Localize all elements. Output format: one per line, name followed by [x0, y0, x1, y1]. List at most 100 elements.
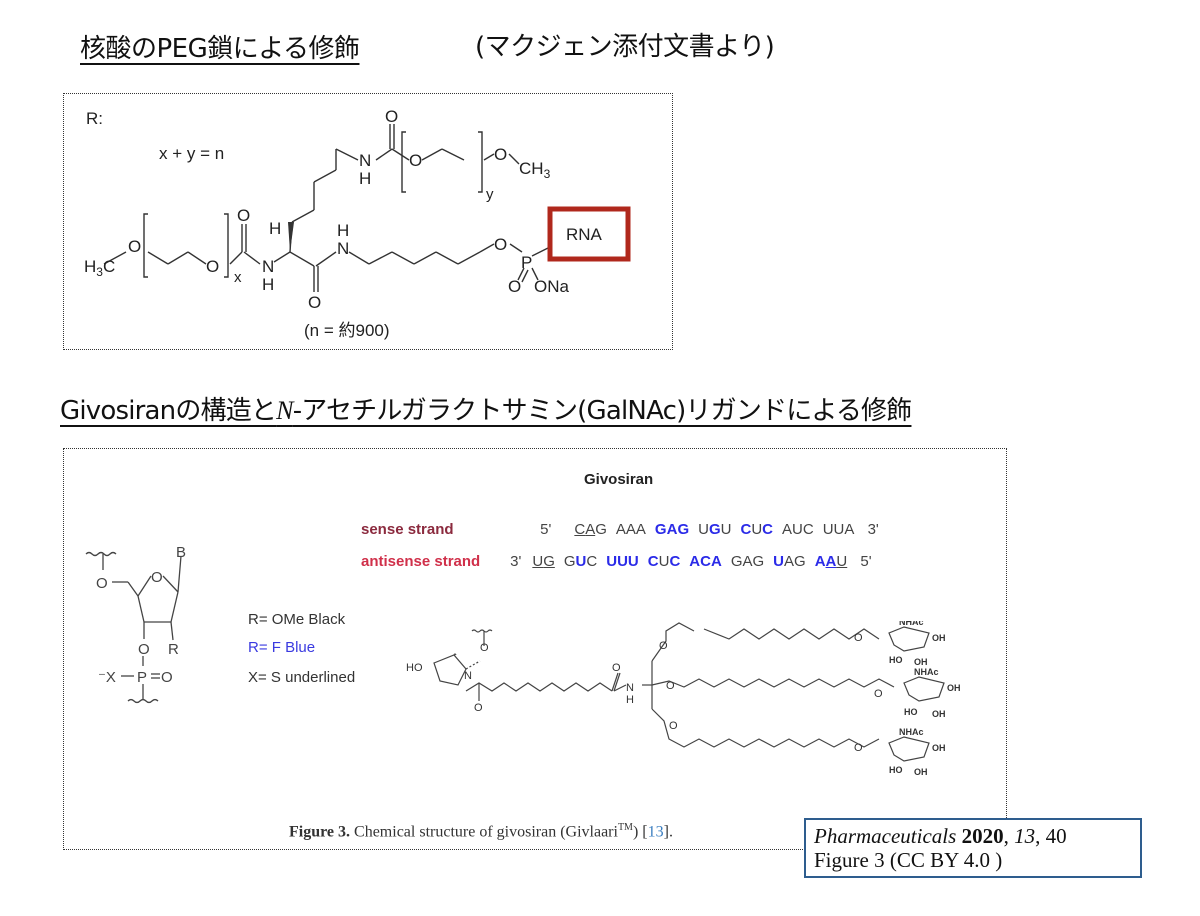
peg-structure-panel: R: x + y = n H3C O O x O N H H O N H N H… — [63, 93, 673, 350]
svg-text:P: P — [521, 253, 532, 272]
citation-box: Pharmaceuticals 2020, 13, 40 Figure 3 (C… — [804, 818, 1142, 878]
svg-text:O: O — [385, 107, 398, 126]
nucleotide: U — [751, 521, 763, 538]
svg-text:O: O — [151, 569, 163, 586]
nucleotide: U — [833, 521, 845, 538]
nucleotide: C — [574, 521, 586, 538]
svg-text:N: N — [337, 239, 349, 258]
nucleotide: U — [658, 553, 670, 570]
svg-text:O: O — [854, 632, 863, 644]
nucleotide: A — [844, 521, 855, 538]
codon: UGU — [698, 521, 731, 538]
svg-text:CH3: CH3 — [519, 159, 551, 181]
nucleotide: U — [617, 553, 628, 570]
codon: UAG — [773, 553, 806, 570]
codon: AUC — [782, 521, 814, 538]
codon: GUC — [564, 553, 597, 570]
nucleotide: A — [625, 521, 636, 538]
rna-label: RNA — [566, 225, 603, 244]
svg-text:x: x — [234, 269, 242, 286]
codon: UG — [532, 553, 555, 570]
svg-text:ONa: ONa — [534, 277, 570, 296]
nucleotide: U — [532, 553, 544, 570]
sense-strand-label: sense strand — [361, 521, 454, 538]
nucleotide: A — [585, 521, 596, 538]
nucleotide: U — [627, 553, 639, 570]
reference-link[interactable]: 13 — [647, 823, 664, 841]
svg-text:O: O — [659, 640, 668, 652]
svg-text:O: O — [494, 235, 507, 254]
codon: AAA — [616, 521, 646, 538]
nucleotide: U — [720, 521, 732, 538]
svg-text:O: O — [206, 257, 219, 276]
svg-text:O: O — [508, 277, 521, 296]
codon: CUC — [740, 521, 773, 538]
nucleotide: U — [773, 553, 785, 570]
equation: x + y = n — [159, 144, 224, 163]
svg-text:O: O — [669, 720, 678, 732]
svg-text:NHAc: NHAc — [914, 667, 939, 677]
nucleotide: G — [677, 521, 690, 538]
svg-text:H: H — [359, 169, 371, 188]
svg-text:O: O — [874, 688, 883, 700]
nucleotide: A — [615, 521, 626, 538]
nucleotide: C — [762, 521, 773, 538]
galnac-ligand-structure-diagram: HO N O O O N H O O O OOO NHAc OH HO OH N… — [406, 621, 961, 777]
svg-text:O: O — [666, 680, 675, 692]
svg-text:HO: HO — [889, 765, 903, 775]
nucleotide: G — [794, 553, 806, 570]
svg-text:HO: HO — [406, 662, 423, 674]
nucleotide: A — [782, 521, 793, 538]
svg-text:O: O — [128, 237, 141, 256]
codon: UUU — [606, 553, 639, 570]
legend-ome: R= OMe Black — [248, 611, 346, 628]
svg-text:OH: OH — [914, 657, 928, 667]
nucleotide: A — [689, 553, 701, 570]
nucleotide: C — [647, 553, 659, 570]
nucleotide: U — [606, 553, 618, 570]
svg-text:O: O — [612, 662, 621, 674]
svg-text:O: O — [161, 669, 173, 686]
svg-text:OH: OH — [947, 683, 961, 693]
codon: CAG — [574, 521, 607, 538]
svg-text:B: B — [176, 544, 186, 561]
rna-highlight-box — [547, 206, 631, 262]
nucleotide: U — [698, 521, 709, 538]
nucleotide-structure-diagram: B O O O R ⁻X P O — [85, 544, 186, 704]
nucleotide: C — [586, 553, 598, 570]
svg-text:O: O — [96, 575, 108, 592]
svg-text:OH: OH — [932, 633, 946, 643]
nucleotide: A — [666, 521, 678, 538]
svg-text:HO: HO — [889, 655, 903, 665]
codon: ACA — [689, 553, 722, 570]
nucleotide: C — [740, 521, 752, 538]
peg-rna-structure-diagram: R: x + y = n H3C O O x O N H H O N H N H… — [84, 107, 631, 340]
nucleotide: G — [563, 553, 576, 570]
nucleotide: A — [825, 553, 837, 570]
nucleotide: G — [543, 553, 555, 570]
nucleotide: G — [654, 521, 667, 538]
codon: UUA — [823, 521, 855, 538]
citation-line2: Figure 3 (CC BY 4.0 ) — [814, 848, 1003, 872]
svg-text:O: O — [854, 742, 863, 754]
codon: CUC — [648, 553, 681, 570]
svg-text:OH: OH — [914, 767, 928, 777]
svg-text:⁻X: ⁻X — [98, 669, 116, 686]
nucleotide: G — [595, 521, 607, 538]
nucleotide: A — [742, 553, 753, 570]
svg-text:H3C: H3C — [84, 257, 115, 279]
svg-text:HO: HO — [904, 707, 918, 717]
nucleotide: C — [669, 553, 681, 570]
svg-text:O: O — [409, 151, 422, 170]
antisense-strand-label: antisense strand — [361, 553, 481, 570]
codon: GAG — [731, 553, 764, 570]
section1-title: 核酸のPEG鎖による修飾 — [80, 34, 360, 64]
nucleotide: U — [575, 553, 587, 570]
svg-text:H: H — [269, 219, 281, 238]
svg-text:NHAc: NHAc — [899, 621, 924, 627]
